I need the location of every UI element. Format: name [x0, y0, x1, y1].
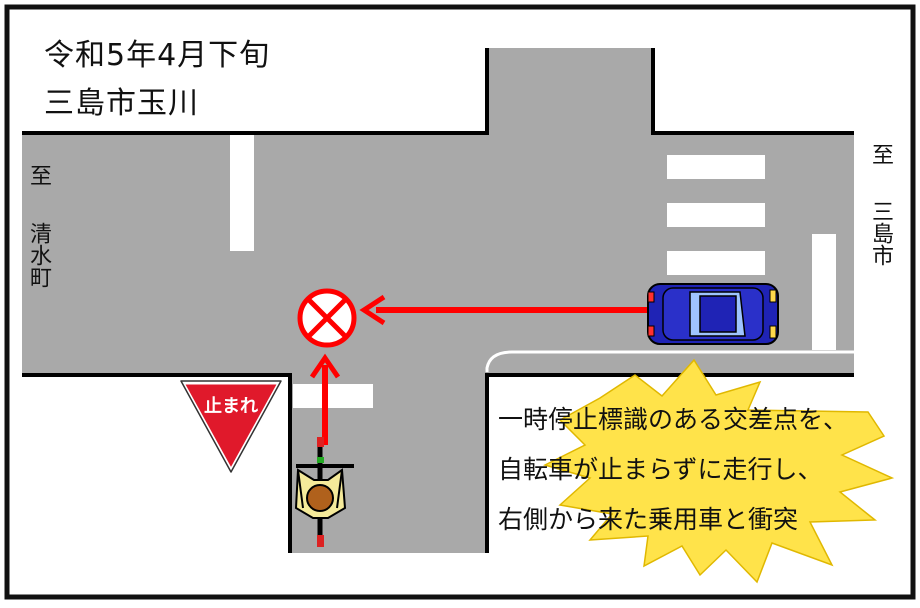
collision-point-icon — [297, 288, 357, 348]
caption-line-1: 一時停止標識のある交差点を、 — [498, 405, 849, 434]
impact-burst-shape — [542, 358, 895, 584]
road-edges — [22, 48, 854, 553]
sidewalk-curb — [485, 350, 854, 372]
bicycle-path-arrow — [309, 353, 341, 445]
caption-line-3: 右側から来た乗用車と衝突 — [498, 505, 799, 534]
stop-sign-icon: 止まれ — [180, 380, 282, 473]
incident-date: 令和5年4月下旬 — [44, 38, 271, 73]
caption-line-2: 自転車が止まらずに走行し、 — [498, 455, 823, 484]
crosswalk-stripes — [667, 155, 765, 275]
left-crosswalk-line — [230, 135, 254, 251]
bicycle-icon — [294, 437, 354, 547]
right-direction-place: 三島市 — [868, 200, 893, 266]
car-icon — [647, 283, 779, 345]
stop-sign-label: 止まれ — [204, 395, 258, 417]
bottom-stop-line — [293, 384, 373, 408]
incident-location: 三島市玉川 — [44, 86, 199, 121]
right-direction-marker: 至 — [868, 143, 893, 165]
left-direction-place: 清水町 — [26, 222, 51, 288]
car-path-arrow — [359, 294, 648, 326]
left-direction-marker: 至 — [26, 164, 51, 186]
right-stop-line — [812, 234, 836, 350]
